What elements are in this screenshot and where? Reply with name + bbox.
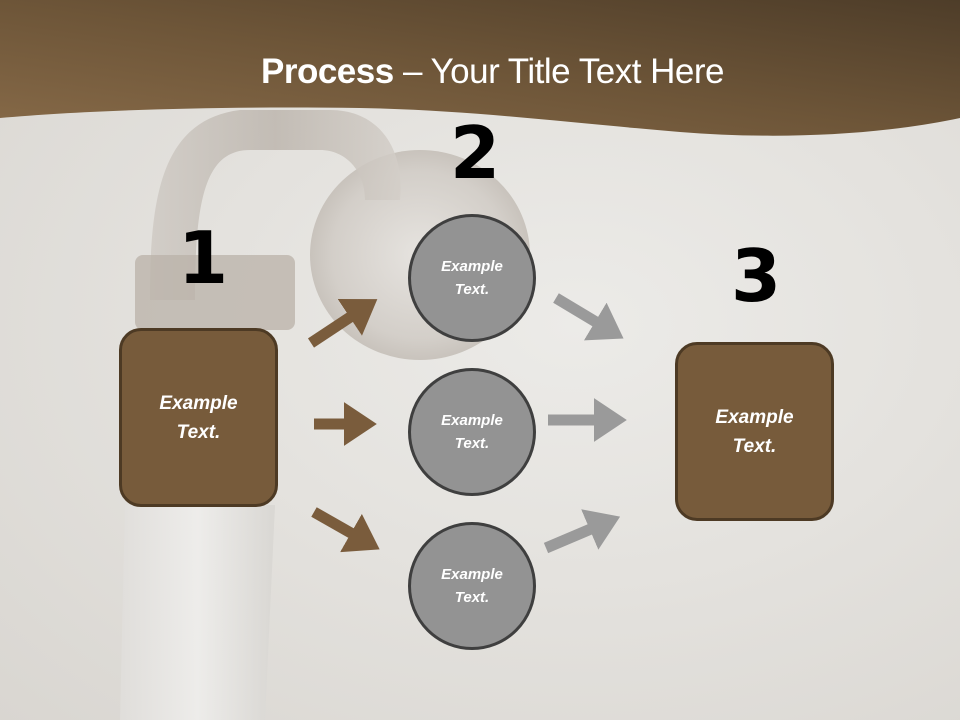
step-1-label: Example Text.: [159, 392, 238, 443]
circle-label: Example Text.: [441, 566, 503, 606]
circle-label: Example Text.: [441, 258, 503, 298]
title-bold: Process: [261, 52, 394, 91]
step-2-circle-top[interactable]: Example Text.: [408, 214, 536, 342]
step-number-1: 1: [178, 216, 229, 300]
step-2-circle-middle[interactable]: Example Text.: [408, 368, 536, 496]
step-number-3: 3: [731, 234, 782, 318]
title-rest: – Your Title Text Here: [393, 52, 725, 91]
step-number-2: 2: [450, 111, 501, 195]
step-2-circle-bottom[interactable]: Example Text.: [408, 522, 536, 650]
step-3-box[interactable]: Example Text.: [675, 342, 834, 521]
step-3-label: Example Text.: [715, 406, 794, 457]
header-banner: [0, 0, 960, 136]
circle-label: Example Text.: [441, 412, 503, 452]
step-1-box[interactable]: Example Text.: [119, 328, 278, 507]
slide-title: Process – Your Title Text Here: [0, 52, 960, 92]
